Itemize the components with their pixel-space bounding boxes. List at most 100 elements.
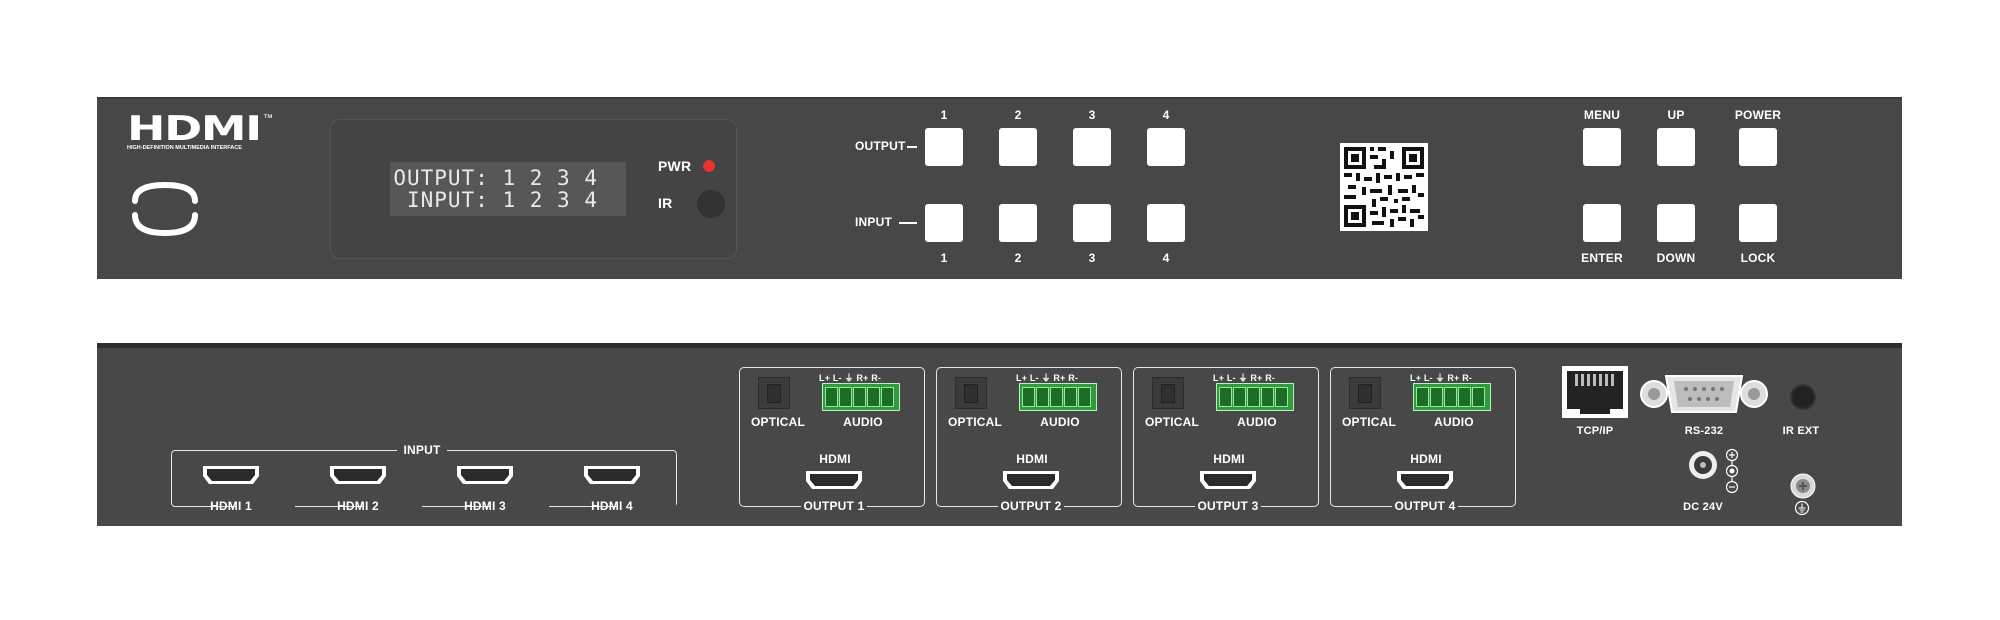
hdmi-port-icon[interactable] [1395,469,1455,491]
hdmi-port-icon[interactable] [455,464,515,486]
dc-24v-label: DC 24V [1683,501,1723,513]
logo-subtitle: HIGH-DEFINITION MULTIMEDIA INTERFACE [127,145,242,151]
pwr-label: PWR [658,158,692,174]
hdmi-port-icon[interactable] [1198,469,1258,491]
audio-terminal-block[interactable] [1019,383,1097,411]
hdmi-port-icon[interactable] [804,469,864,491]
ir-ext-label: IR EXT [1782,425,1820,437]
sensor-window-icon [132,181,198,237]
ir-ext-jack-icon[interactable] [1790,384,1816,410]
input-number-1: 1 [940,251,948,265]
audio-terminal-block[interactable] [1216,383,1294,411]
hdmi-port-icon[interactable] [1001,469,1061,491]
label-bg [998,498,1064,512]
audio-pin-labels: L+ L- ⏚ R+ R- [1213,373,1276,383]
audio-label: AUDIO [1434,415,1474,429]
hdmi-port-icon[interactable] [201,464,261,486]
ethernet-port-icon[interactable] [1562,366,1628,418]
hdmi-label: HDMI [1016,452,1048,466]
hdmi-label: HDMI [819,452,851,466]
power-button[interactable] [1739,128,1777,166]
input-hdmi-1-label: HDMI 1 [210,499,252,513]
optical-label: OPTICAL [750,415,806,429]
up-label: UP [1667,108,1685,122]
audio-pin-labels: L+ L- ⏚ R+ R- [819,373,882,383]
label-bg [491,498,549,512]
output-row-label: OUTPUT [855,139,906,153]
enter-label: ENTER [1581,251,1623,265]
audio-label: AUDIO [843,415,883,429]
optical-port-icon[interactable] [1152,377,1184,409]
output-1-button[interactable] [925,128,963,166]
ground-symbol-icon [1794,500,1810,516]
hdmi-port-icon[interactable] [582,464,642,486]
audio-pin-labels: L+ L- ⏚ R+ R- [1410,373,1473,383]
input-row-label: INPUT [855,215,892,229]
rear-panel: INPUT HDMI 1 HDMI 2 HDMI 3 HDMI 4 L+ L- … [97,343,1902,526]
down-button[interactable] [1657,204,1695,242]
optical-port-icon[interactable] [955,377,987,409]
label-bg [364,498,422,512]
output-number-3: 3 [1088,108,1096,122]
front-panel: HDMI ™ HIGH-DEFINITION MULTIMEDIA INTERF… [97,97,1902,279]
tcpip-label: TCP/IP [1576,425,1614,437]
input-row-dash [899,222,917,224]
output-row-dash [907,146,917,148]
input-hdmi-3-label: HDMI 3 [464,499,506,513]
audio-pin-labels: L+ L- ⏚ R+ R- [1016,373,1079,383]
menu-label: MENU [1583,108,1621,122]
output-number-4: 4 [1162,108,1170,122]
enter-button[interactable] [1583,204,1621,242]
optical-port-icon[interactable] [758,377,790,409]
input-1-button[interactable] [925,204,963,242]
label-bg [237,498,295,512]
lock-label: LOCK [1740,251,1776,265]
input-number-2: 2 [1014,251,1022,265]
optical-label: OPTICAL [947,415,1003,429]
output-4-label: OUTPUT 4 [1394,499,1456,513]
down-label: DOWN [1656,251,1696,265]
hdmi-label: HDMI [1410,452,1442,466]
input-4-button[interactable] [1147,204,1185,242]
hdmi-label: HDMI [1213,452,1245,466]
input-2-button[interactable] [999,204,1037,242]
optical-label: OPTICAL [1144,415,1200,429]
label-bg [801,498,867,512]
input-3-button[interactable] [1073,204,1111,242]
input-group-label-bg [397,442,447,456]
optical-label: OPTICAL [1341,415,1397,429]
ground-screw-icon[interactable] [1790,473,1816,499]
qr-code-icon [1340,143,1428,231]
hdmi-port-icon[interactable] [328,464,388,486]
rs232-port-icon[interactable] [1638,372,1770,416]
lock-button[interactable] [1739,204,1777,242]
audio-label: AUDIO [1237,415,1277,429]
output-4-button[interactable] [1147,128,1185,166]
output-1-label: OUTPUT 1 [803,499,865,513]
audio-terminal-block[interactable] [822,383,900,411]
input-number-4: 4 [1162,251,1170,265]
output-number-1: 1 [940,108,948,122]
label-bg [618,498,676,512]
logo-text: HDMI [127,109,262,149]
dc-power-jack-icon[interactable] [1688,450,1718,480]
up-button[interactable] [1657,128,1695,166]
output-number-2: 2 [1014,108,1022,122]
output-3-button[interactable] [1073,128,1111,166]
logo-tm: ™ [263,113,273,124]
lcd-line-2: INPUT: 1 2 3 4 [406,188,598,212]
output-2-button[interactable] [999,128,1037,166]
menu-button[interactable] [1583,128,1621,166]
input-group-label: INPUT [403,443,441,457]
output-3-label: OUTPUT 3 [1197,499,1259,513]
optical-port-icon[interactable] [1349,377,1381,409]
input-hdmi-2-label: HDMI 2 [337,499,379,513]
label-bg [1392,498,1458,512]
power-label: POWER [1734,108,1782,122]
polarity-icon [1725,448,1739,494]
rs232-label: RS-232 [1684,425,1724,437]
ir-receiver [697,190,725,218]
input-number-3: 3 [1088,251,1096,265]
lcd-line-1: OUTPUT: 1 2 3 4 [393,166,598,190]
audio-terminal-block[interactable] [1413,383,1491,411]
